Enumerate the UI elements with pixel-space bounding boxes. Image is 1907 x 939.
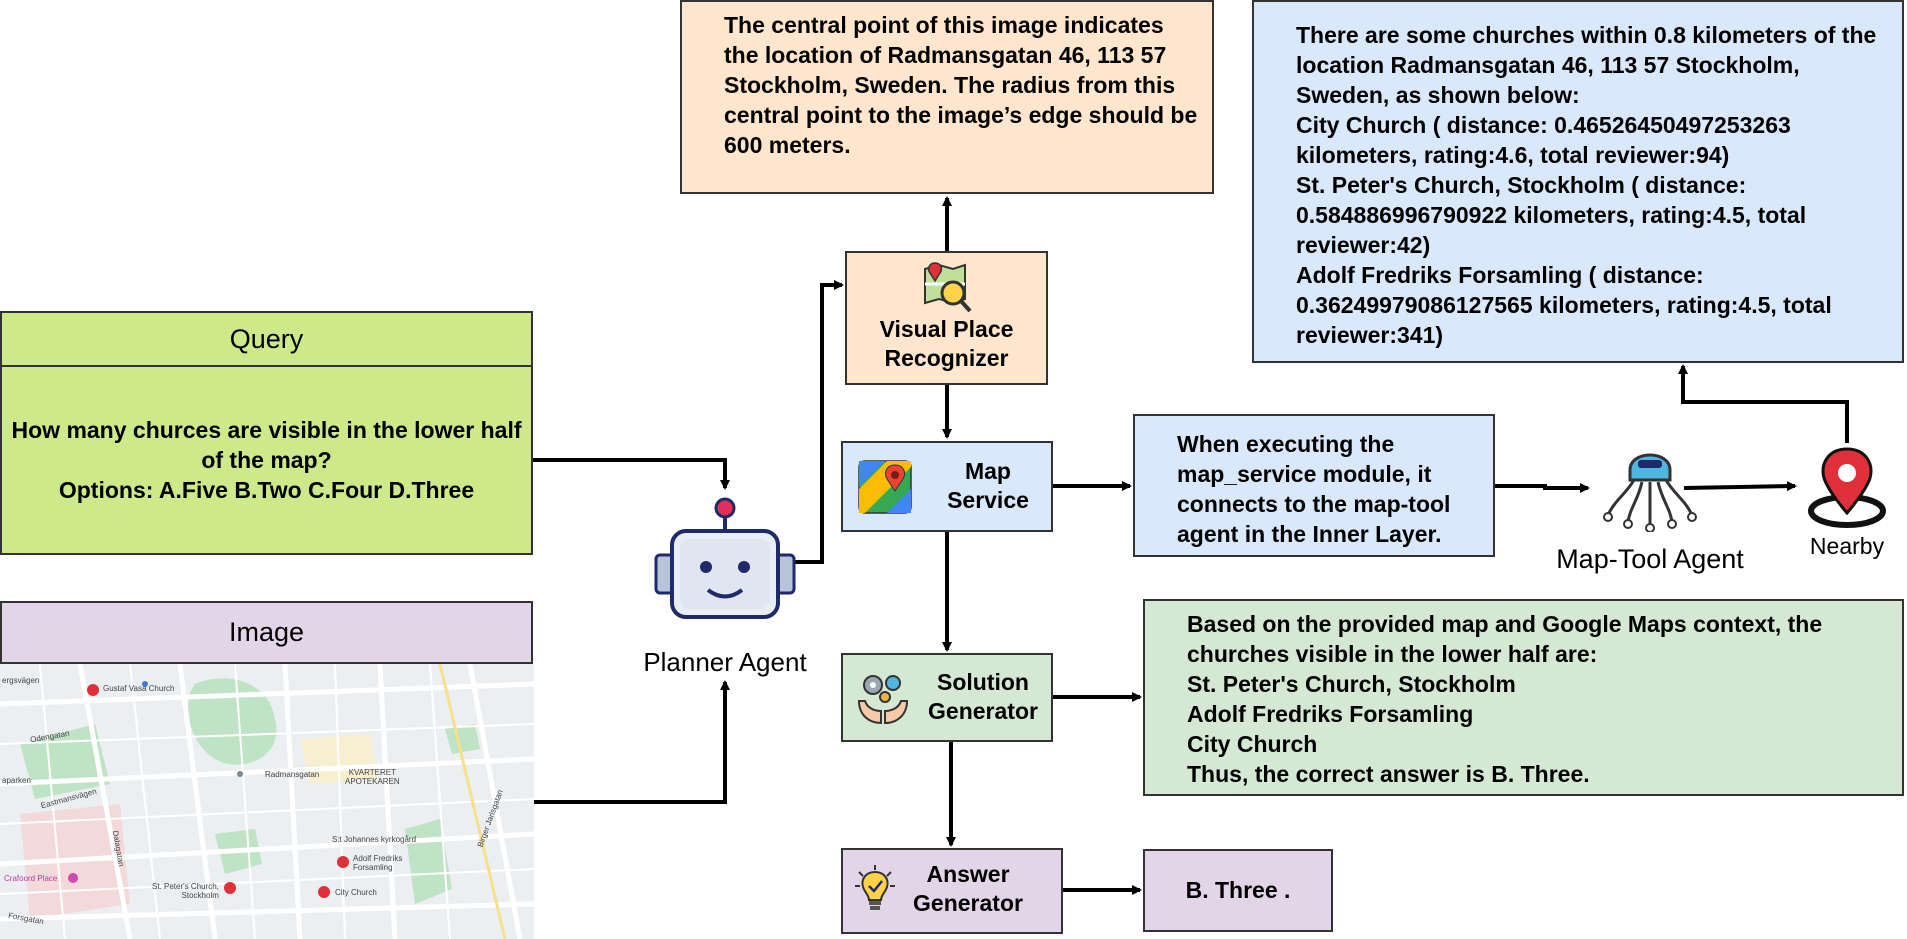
map-service-note-box: When executing the map_service module, i… xyxy=(1133,414,1495,557)
solution-generator-label: Solution Generator xyxy=(928,669,1038,724)
solution-generator[interactable]: Solution Generator xyxy=(841,653,1053,742)
map-tool-agent-label: Map-Tool Agent xyxy=(1556,544,1744,574)
lightbulb-icon xyxy=(855,865,895,910)
final-answer-text: B. Three . xyxy=(1185,877,1291,903)
visual-place-recognizer-label: Visual Place Recognizer xyxy=(879,316,1014,371)
vpr-output-box: The central point of this image indicate… xyxy=(680,0,1214,194)
map-label-birger-jarlsgatan: Birger Jarlsgatan xyxy=(475,788,505,849)
vpr-output-text: The central point of this image indicate… xyxy=(724,12,1198,158)
solution-output-text: Based on the provided map and Google Map… xyxy=(1187,611,1823,787)
robot-icon xyxy=(654,497,796,619)
image-title: Image xyxy=(228,617,305,647)
map-label-forsgatan: Forsgatan xyxy=(7,910,45,927)
map-label-city-church: City Church xyxy=(335,888,377,897)
planner-agent-label: Planner Agent xyxy=(643,647,807,677)
map-label-adolf-fredriks: Adolf Fredriks Forsamling xyxy=(353,854,403,872)
query-text: How many churces are visible in the lowe… xyxy=(11,417,522,503)
google-maps-icon xyxy=(858,460,912,514)
map-label-dalagatan: Dalagatan xyxy=(110,829,126,868)
map-search-icon xyxy=(924,262,972,313)
map-label-ergsvagen: ergsvägen xyxy=(2,676,40,685)
map-service-note-text: When executing the map_service module, i… xyxy=(1177,431,1451,547)
image-header: Image xyxy=(0,601,533,664)
map-labels: Gustaf Vasa Church Odengatan KVARTERET A… xyxy=(0,664,534,939)
query-title: Query xyxy=(229,324,304,354)
map-label-st-johannes: S:t Johannes kyrkogård xyxy=(332,835,417,844)
answer-generator-label: Answer Generator xyxy=(913,861,1023,916)
location-pin-icon xyxy=(1808,447,1886,528)
map-label-crafoord: Crafoord Place xyxy=(4,874,58,883)
nearby-label: Nearby xyxy=(1809,533,1885,559)
map-label-gustaf-vasa: Gustaf Vasa Church xyxy=(103,684,175,693)
map-label-radmansgatan: Radmansgatan xyxy=(265,770,320,779)
solution-output-box: Based on the provided map and Google Map… xyxy=(1143,599,1904,796)
final-answer-box: B. Three . xyxy=(1143,849,1333,932)
map-thumbnail-graphic xyxy=(0,664,534,939)
map-label-odengatan: Odengatan xyxy=(29,728,71,745)
map-label-eastmansvagen: Eastmansvägen xyxy=(39,786,98,811)
map-label-aparken: aparken xyxy=(2,776,31,785)
map-service[interactable]: Map Service xyxy=(841,441,1053,532)
map-label-kvarteret: KVARTERET APOTEKAREN xyxy=(345,768,400,786)
planner-agent: Planner Agent xyxy=(640,495,810,685)
gears-hands-icon xyxy=(857,675,909,725)
nearby-output-text: There are some churches within 0.8 kilom… xyxy=(1296,22,1877,348)
octopus-robot-icon xyxy=(1603,453,1697,532)
nearby-output-box: There are some churches within 0.8 kilom… xyxy=(1252,0,1904,363)
query-header: Query xyxy=(0,311,533,366)
map-label-st-peters: St. Peter's Church, Stockholm xyxy=(152,882,219,900)
query-body: How many churces are visible in the lowe… xyxy=(0,365,533,555)
visual-place-recognizer[interactable]: Visual Place Recognizer xyxy=(845,251,1048,385)
map-thumbnail: Gustaf Vasa Church Odengatan KVARTERET A… xyxy=(0,664,534,939)
map-service-label: Map Service xyxy=(947,458,1029,513)
nearby-tool[interactable]: Nearby xyxy=(1800,445,1894,565)
map-tool-agent: Map-Tool Agent xyxy=(1556,440,1744,580)
answer-generator[interactable]: Answer Generator xyxy=(841,848,1063,934)
